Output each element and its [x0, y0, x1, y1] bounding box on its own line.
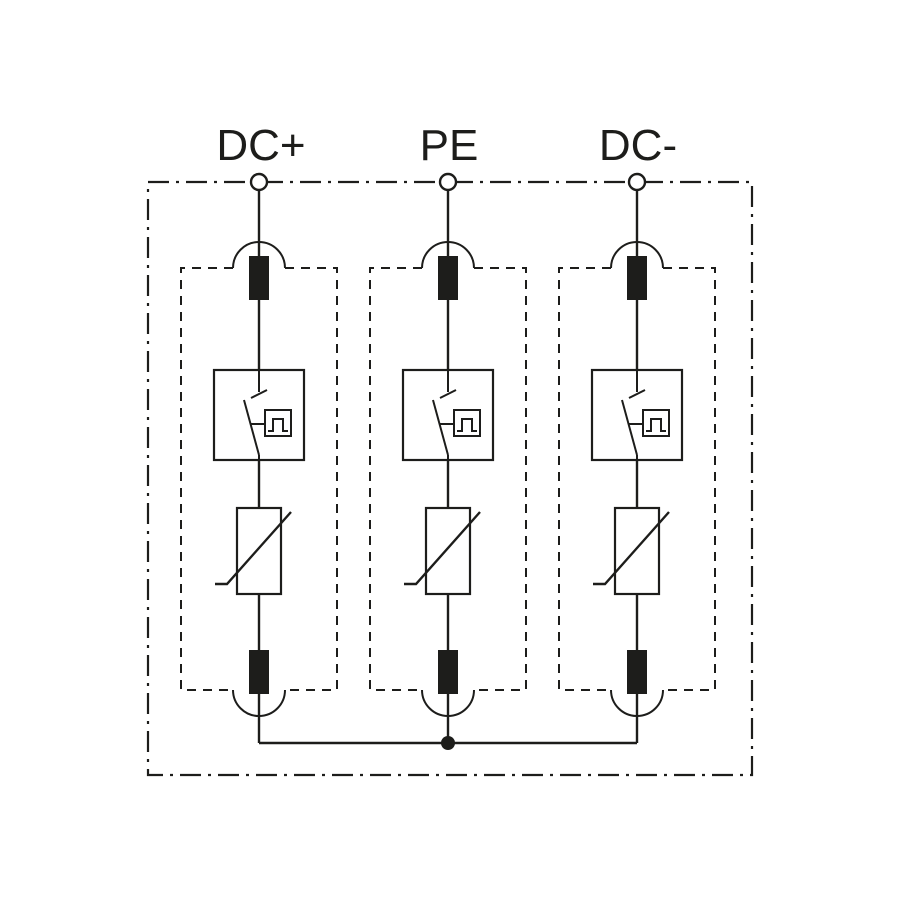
protection-module-dc-plus: [180, 172, 338, 743]
terminal-circle-dc-plus: [249, 172, 269, 192]
protection-module-dc-minus: [558, 172, 716, 743]
terminal-circle-dc-minus: [627, 172, 647, 192]
terminal-circle-pe: [438, 172, 458, 192]
disconnector-contact-tick: [439, 389, 457, 399]
status-indicator-box: [642, 409, 670, 437]
thermal-disconnector-symbol: [432, 370, 481, 460]
module-dashed-outline: [369, 267, 527, 691]
status-indicator-box: [453, 409, 481, 437]
varistor-diagonal: [593, 511, 670, 586]
terminal-label-dc-minus: DC-: [599, 121, 677, 170]
terminal-label-pe: PE: [420, 121, 479, 170]
status-pulse-icon: [457, 418, 477, 432]
varistor-diagonal: [404, 511, 481, 586]
module-dashed-outline: [180, 267, 338, 691]
thermal-disconnector-symbol: [621, 370, 670, 460]
plug-contact-top: [249, 256, 269, 300]
plug-contact-bottom: [438, 650, 458, 694]
disconnector-contact-tick: [250, 389, 268, 399]
varistor-body: [235, 506, 283, 596]
plug-contact-bottom: [627, 650, 647, 694]
plug-contact-top: [438, 256, 458, 300]
plug-contact-top: [627, 256, 647, 300]
disconnector-switch-blade: [621, 399, 638, 456]
status-indicator-box: [264, 409, 292, 437]
module-dashed-outline: [558, 267, 716, 691]
protection-module-pe: [369, 172, 527, 743]
disconnector-switch-blade: [243, 399, 260, 456]
junction-dot: [441, 736, 455, 750]
status-pulse-icon: [268, 418, 288, 432]
disconnector-switch-blade: [432, 399, 449, 456]
device-enclosure-border: [146, 180, 754, 777]
thermal-disconnector-symbol: [243, 370, 292, 460]
varistor-diagonal: [215, 511, 292, 586]
varistor-body: [424, 506, 472, 596]
status-pulse-icon: [646, 418, 666, 432]
plug-contact-bottom: [249, 650, 269, 694]
terminal-label-dc-plus: DC+: [216, 121, 305, 170]
disconnector-contact-tick: [628, 389, 646, 399]
varistor-body: [613, 506, 661, 596]
